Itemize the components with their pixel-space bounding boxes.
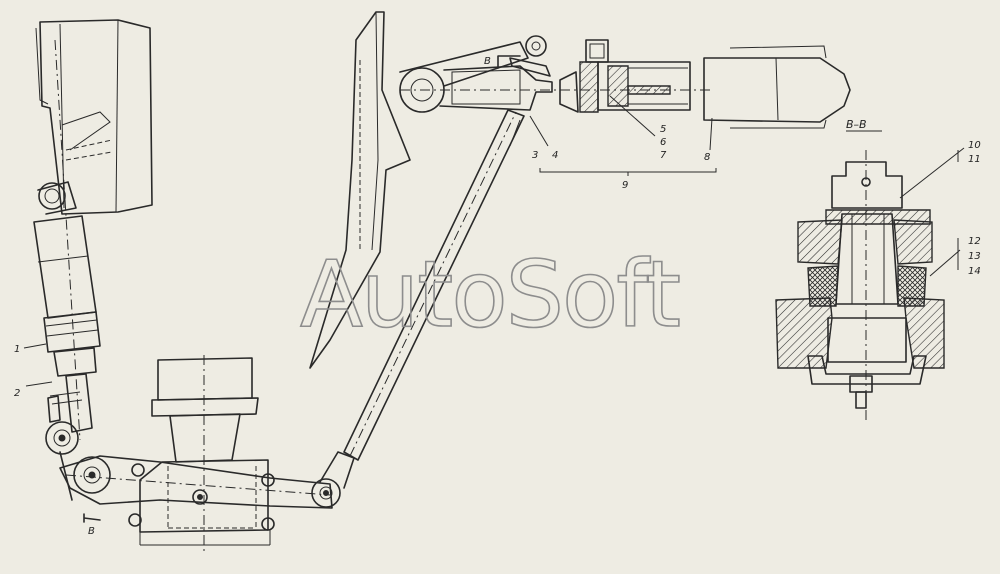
cab-bracket — [35, 19, 153, 441]
callout-4: 4 — [552, 150, 558, 161]
turnbuckle — [559, 39, 691, 113]
section-title: B–B — [846, 118, 867, 131]
callout-14: 14 — [968, 266, 981, 277]
callout-10: 10 — [968, 140, 981, 151]
watermark: AutoSoft — [300, 241, 679, 348]
callout-11: 11 — [968, 154, 981, 165]
upper-link — [399, 35, 710, 113]
upper-pivot — [37, 181, 77, 215]
callout-5: 5 — [660, 124, 666, 135]
link-rod — [343, 109, 525, 461]
callout-2: 2 — [14, 388, 20, 399]
callout-8: 8 — [704, 152, 710, 163]
frame-bracket — [128, 355, 275, 552]
section-view: B–B — [775, 118, 945, 420]
shock-absorber — [33, 215, 101, 433]
callout-1: 1 — [14, 344, 20, 355]
lower-left-pivot — [45, 421, 79, 455]
callout-3: 3 — [532, 150, 538, 161]
leader-lines — [23, 95, 965, 387]
callout-13: 13 — [968, 251, 981, 262]
cut-mark-top: B — [484, 56, 491, 67]
lower-right-pivot — [311, 451, 355, 508]
callout-12: 12 — [968, 236, 981, 247]
callout-9: 9 — [622, 180, 628, 191]
cut-mark-bottom: B — [88, 526, 95, 537]
panel-bracket — [309, 11, 411, 369]
rod-end — [703, 45, 851, 129]
callout-7: 7 — [660, 150, 667, 161]
callout-6: 6 — [660, 137, 666, 148]
callouts: 1 2 3 4 5 6 7 8 9 10 11 12 13 14 — [14, 124, 981, 399]
section-mark-top: B — [484, 55, 521, 69]
lever-arm — [59, 451, 333, 509]
section-mark-bottom: B — [83, 513, 101, 537]
